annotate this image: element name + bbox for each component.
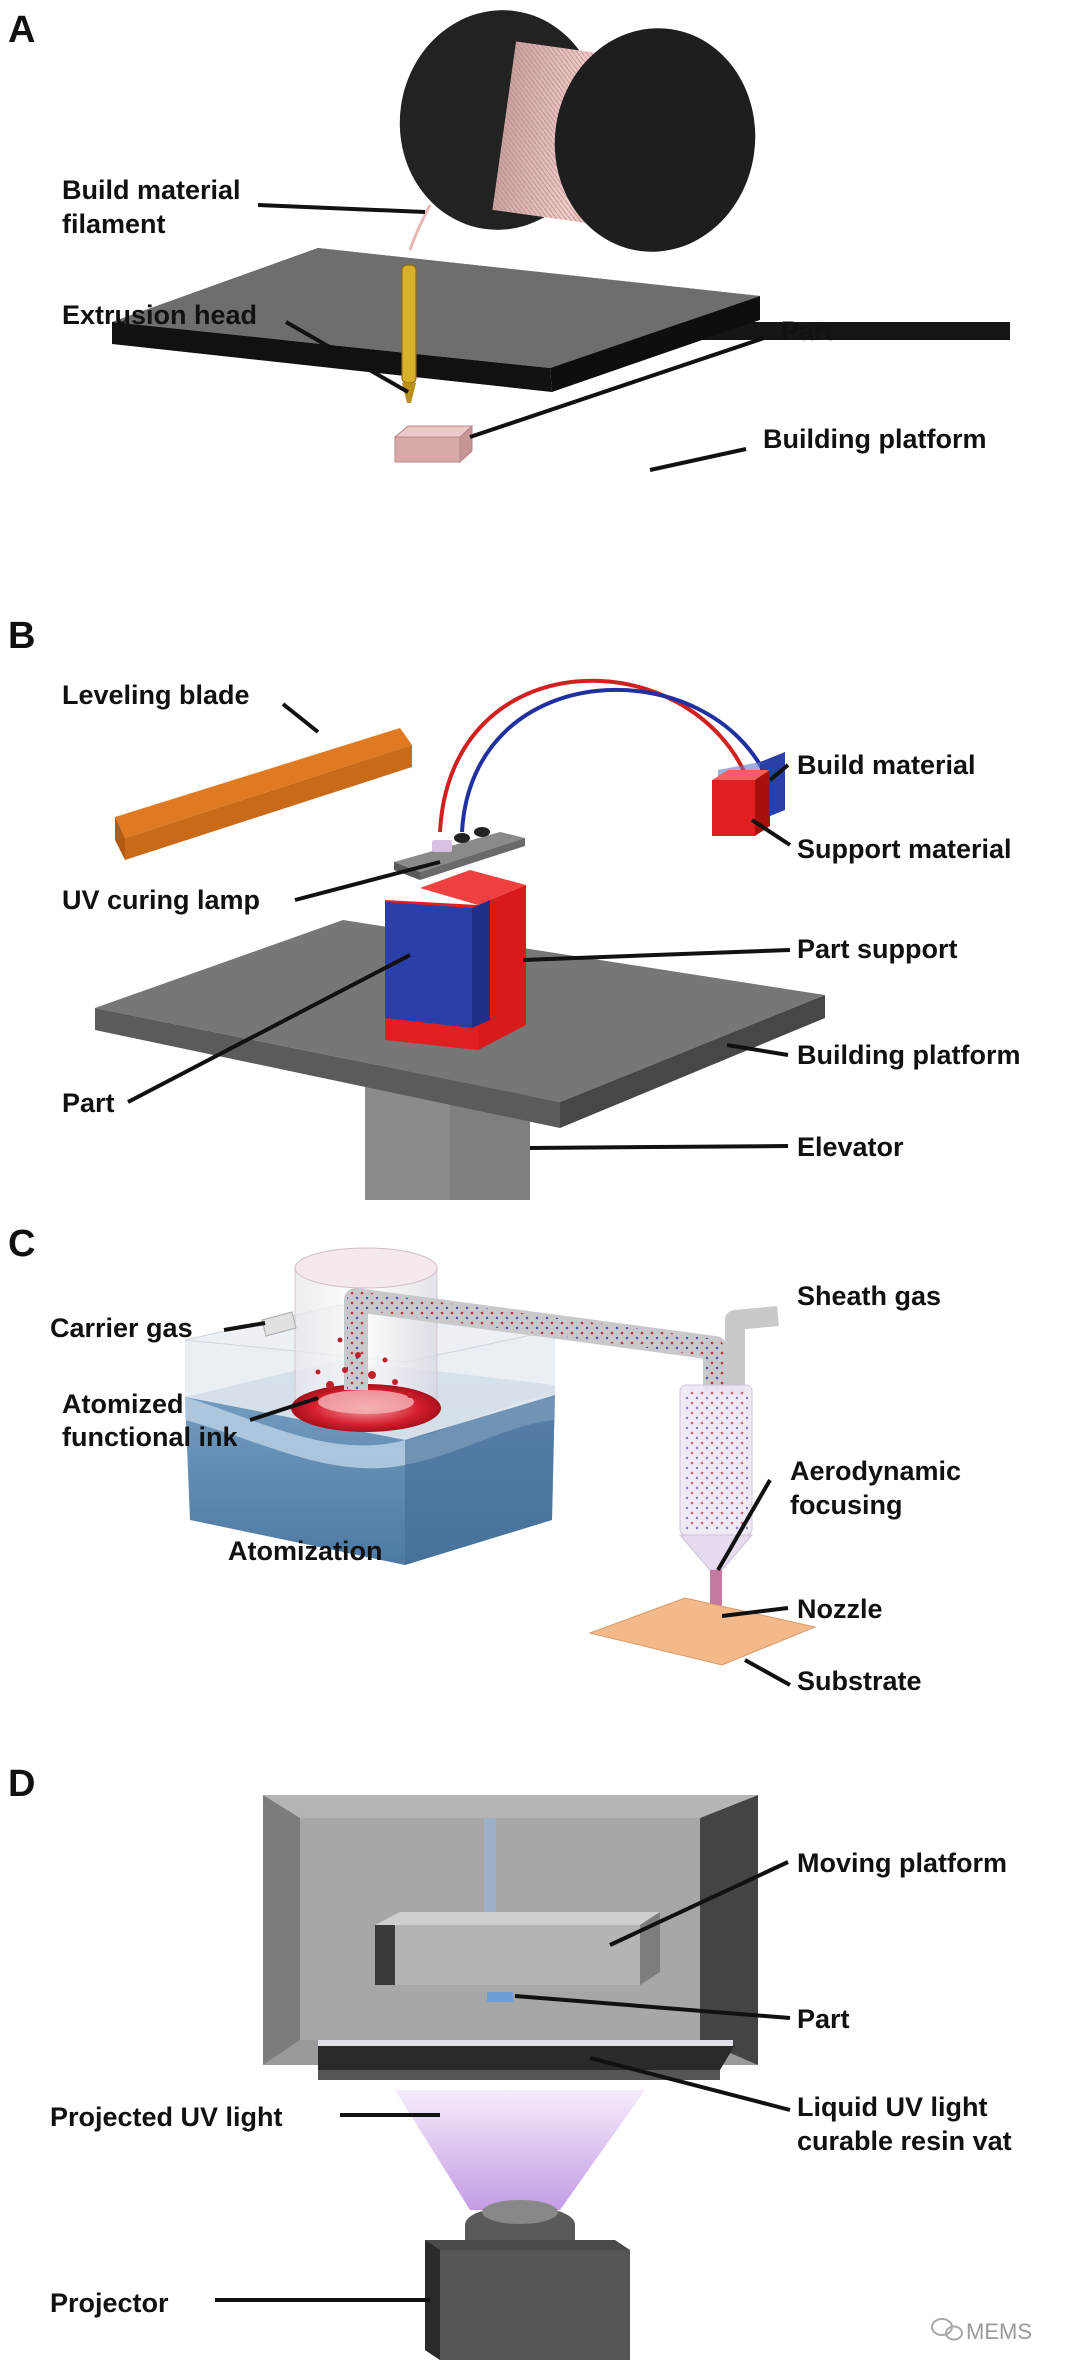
label-projected-uv-light: Projected UV light [50, 2102, 283, 2132]
resin-vat [318, 2040, 735, 2080]
label-sheath-gas: Sheath gas [797, 1281, 941, 1311]
panel-d: D [8, 1763, 1012, 2360]
part-a [393, 424, 474, 464]
label-build-material-filament-1: Build material [62, 175, 241, 205]
hose-red [438, 678, 750, 833]
label-resin-vat-1: Liquid UV light [797, 2092, 987, 2122]
label-atomization: Atomization [228, 1536, 383, 1566]
panel-a-letter: A [8, 9, 35, 51]
panel-d-letter: D [8, 1763, 35, 1805]
projected-uv-light [395, 2090, 645, 2210]
atomizer-chamber [291, 1247, 441, 1432]
leveling-blade [115, 728, 412, 860]
label-substrate: Substrate [797, 1666, 922, 1696]
material-reservoirs [712, 752, 785, 836]
label-projector: Projector [50, 2288, 169, 2318]
aerosol-tube [344, 1288, 779, 1395]
leaders-a [257, 203, 765, 472]
hose-blue [460, 687, 770, 833]
chat-bubble-icon [931, 2318, 963, 2341]
label-support-material: Support material [797, 834, 1012, 864]
leaders-c [223, 1321, 791, 1687]
panel-c: C [8, 1223, 961, 1696]
watermark-text: MEMS [966, 2319, 1032, 2344]
panel-c-letter: C [8, 1223, 35, 1265]
extrusion-head [401, 264, 417, 403]
panel-b: B [8, 615, 1020, 1200]
uv-curing-lamp [394, 827, 525, 880]
leaders-b [127, 702, 792, 1150]
carrier-gas-inlet [261, 1311, 297, 1337]
label-elevator: Elevator [797, 1132, 904, 1162]
label-uv-curing-lamp: UV curing lamp [62, 885, 260, 915]
label-building-platform-a: Building platform [763, 424, 986, 454]
filament-spool [399, 10, 756, 252]
label-aerodynamic-2: focusing [790, 1490, 903, 1520]
platform-rod [484, 1818, 496, 1928]
panel-a: A [8, 9, 1010, 472]
panel-b-letter: B [8, 615, 35, 657]
focusing-chamber [678, 1384, 754, 1620]
label-build-material: Build material [797, 750, 976, 780]
filament-strand [408, 204, 432, 251]
label-aerodynamic-1: Aerodynamic [790, 1456, 961, 1486]
projector [425, 2200, 630, 2360]
label-nozzle: Nozzle [797, 1594, 883, 1624]
label-carrier-gas: Carrier gas [50, 1313, 193, 1343]
label-build-material-filament-2: filament [62, 209, 166, 239]
label-part-support: Part support [797, 934, 958, 964]
label-atomized-ink-2: functional ink [62, 1422, 238, 1452]
part-d [487, 1992, 513, 2002]
part-support-block [385, 870, 526, 1050]
ink-droplets [315, 1337, 413, 1398]
label-atomized-ink-1: Atomized [62, 1389, 184, 1419]
moving-platform [375, 1912, 660, 1985]
label-leveling-blade: Leveling blade [62, 680, 250, 710]
label-part-b: Part [62, 1088, 115, 1118]
label-resin-vat-2: curable resin vat [797, 2126, 1012, 2156]
label-part-d: Part [797, 2004, 850, 2034]
leaders-d [215, 1860, 791, 2302]
substrate [588, 1597, 817, 1666]
label-building-platform-b: Building platform [797, 1040, 1020, 1070]
label-moving-platform: Moving platform [797, 1848, 1007, 1878]
label-part-a: Part [781, 316, 834, 346]
platform-top-a [112, 248, 760, 368]
label-extrusion-head: Extrusion head [62, 300, 257, 330]
watermark: MEMS [931, 2318, 1032, 2344]
